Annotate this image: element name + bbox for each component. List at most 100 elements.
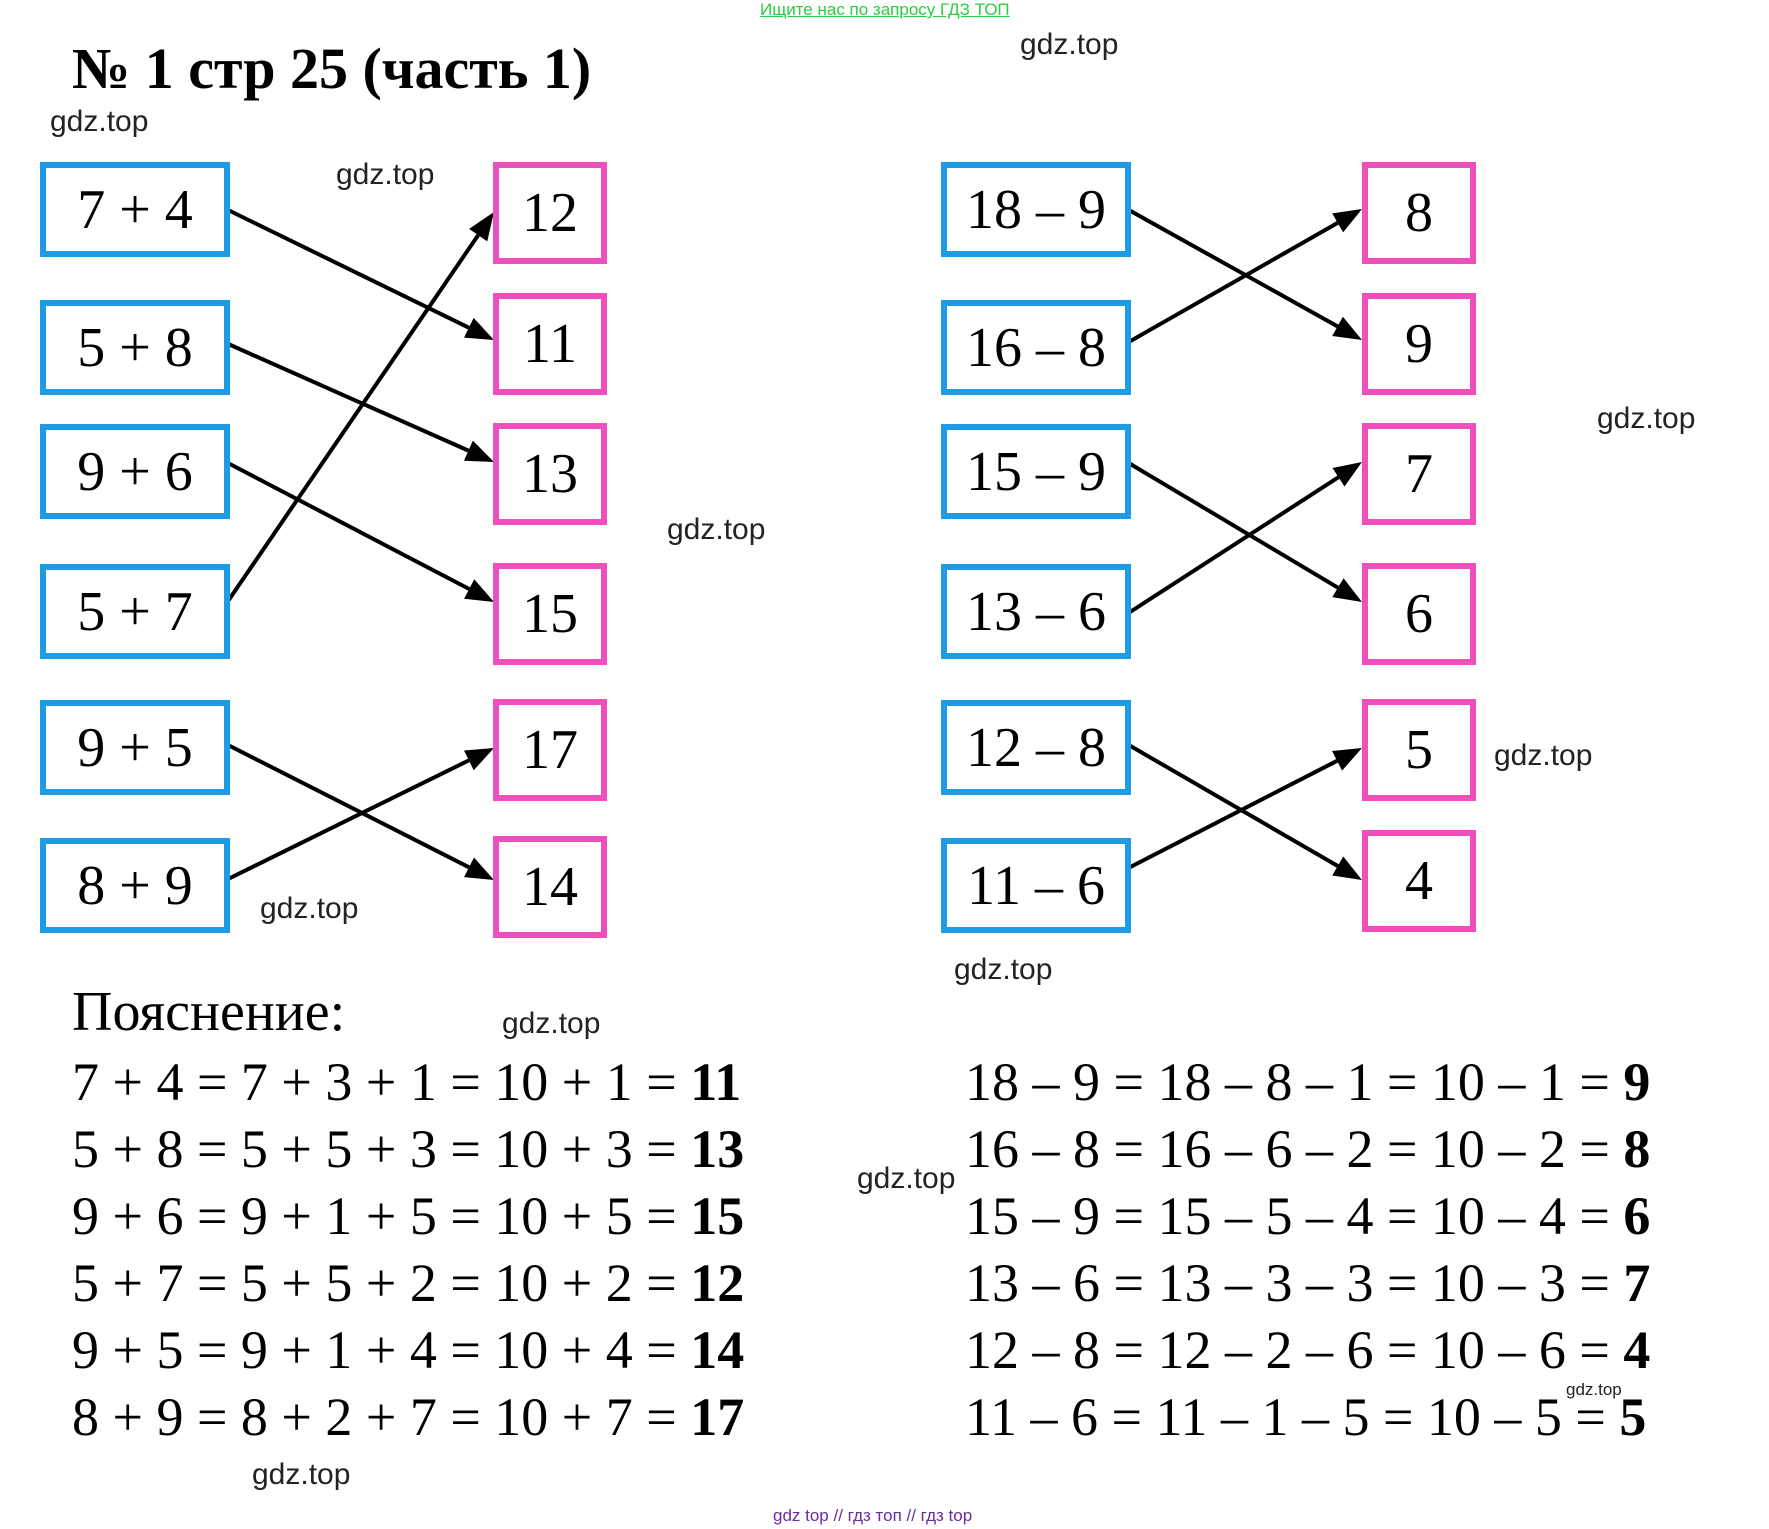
equation-result: 11 xyxy=(690,1052,742,1112)
arrow-head xyxy=(1332,748,1362,771)
arrow-line xyxy=(225,207,470,330)
equation-result: 5 xyxy=(1619,1387,1647,1447)
equation-result: 14 xyxy=(690,1320,745,1380)
answer-box: 6 xyxy=(1362,563,1476,665)
equation-line: 8 + 9 = 8 + 2 + 7 = 10 + 7 = 17 xyxy=(72,1390,744,1444)
arrow-head xyxy=(464,317,494,340)
watermark: gdz.top xyxy=(1566,1380,1622,1399)
equation-line: 18 – 9 = 18 – 8 – 1 = 10 – 1 = 9 xyxy=(965,1055,1650,1109)
equation-line: 12 – 8 = 12 – 2 – 6 = 10 – 6 = 4 xyxy=(965,1323,1650,1377)
arrow-head xyxy=(1332,209,1362,233)
arrow-line xyxy=(1125,460,1339,590)
expression-box: 12 – 8 xyxy=(941,700,1131,795)
expression-box: 15 – 9 xyxy=(941,424,1131,519)
arrow-head xyxy=(1332,856,1362,880)
equation-line: 13 – 6 = 13 – 3 – 3 = 10 – 3 = 7 xyxy=(965,1256,1650,1310)
answer-box: 13 xyxy=(493,423,607,525)
arrow-head xyxy=(464,857,494,880)
answer-box: 9 xyxy=(1362,293,1476,395)
watermark: gdz.top xyxy=(260,892,359,925)
expression-box: 9 + 5 xyxy=(40,700,230,795)
answer-box: 4 xyxy=(1362,830,1476,932)
equation-steps: 9 + 6 = 9 + 1 + 5 = 10 + 5 = xyxy=(72,1186,691,1246)
equation-result: 7 xyxy=(1623,1253,1651,1313)
equation-result: 8 xyxy=(1623,1119,1651,1179)
arrow-line xyxy=(225,460,471,591)
answer-box: 5 xyxy=(1362,699,1476,801)
equation-steps: 7 + 4 = 7 + 3 + 1 = 10 + 1 = xyxy=(72,1052,691,1112)
equation-result: 6 xyxy=(1623,1186,1651,1246)
arrow-head xyxy=(1332,316,1362,340)
equation-steps: 5 + 7 = 5 + 5 + 2 = 10 + 2 = xyxy=(72,1253,691,1313)
page-title: № 1 стр 25 (часть 1) xyxy=(72,36,592,101)
explanation-heading: Пояснение: xyxy=(72,981,346,1043)
arrow-head xyxy=(1332,462,1362,487)
expression-box: 18 – 9 xyxy=(941,162,1131,257)
arrow-head xyxy=(464,579,494,602)
watermark: gdz.top xyxy=(667,513,766,546)
answer-box: 11 xyxy=(493,293,607,395)
watermark: gdz.top xyxy=(857,1162,956,1195)
watermark: gdz.top xyxy=(1020,28,1119,61)
expression-box: 9 + 6 xyxy=(40,424,230,519)
equation-line: 9 + 5 = 9 + 1 + 4 = 10 + 4 = 14 xyxy=(72,1323,744,1377)
expression-box: 8 + 9 xyxy=(40,838,230,933)
equation-result: 17 xyxy=(690,1387,745,1447)
equation-steps: 5 + 8 = 5 + 5 + 3 = 10 + 3 = xyxy=(72,1119,691,1179)
equation-line: 15 – 9 = 15 – 5 – 4 = 10 – 4 = 6 xyxy=(965,1189,1650,1243)
arrow-head xyxy=(463,440,494,462)
equation-line: 7 + 4 = 7 + 3 + 1 = 10 + 1 = 11 xyxy=(72,1055,741,1109)
arrow-line xyxy=(1126,207,1339,329)
answer-box: 7 xyxy=(1362,423,1476,525)
watermark: gdz.top xyxy=(336,158,435,191)
expression-box: 5 + 8 xyxy=(40,300,230,395)
answer-box: 14 xyxy=(493,836,607,938)
answer-box: 12 xyxy=(493,162,607,264)
equation-line: 5 + 8 = 5 + 5 + 3 = 10 + 3 = 13 xyxy=(72,1122,744,1176)
arrow-line xyxy=(1104,759,1339,882)
equation-steps: 16 – 8 = 16 – 6 – 2 = 10 – 2 = xyxy=(965,1119,1624,1179)
arrow-head xyxy=(469,212,494,242)
equation-result: 12 xyxy=(690,1253,745,1313)
equation-steps: 12 – 8 = 12 – 2 – 6 = 10 – 6 = xyxy=(965,1320,1624,1380)
arrow-line xyxy=(225,742,470,870)
search-banner-link[interactable]: Ищите нас по запросу ГДЗ ТОП xyxy=(760,0,1010,19)
equation-result: 13 xyxy=(690,1119,745,1179)
expression-box: 5 + 7 xyxy=(40,564,230,659)
footer-links[interactable]: gdz top // гдз топ // гдз top xyxy=(773,1506,973,1525)
expression-box: 16 – 8 xyxy=(941,300,1131,395)
arrow-line xyxy=(1126,221,1339,345)
equation-result: 15 xyxy=(690,1186,745,1246)
arrow-head xyxy=(1332,578,1362,602)
arrow-head xyxy=(464,748,494,771)
equation-steps: 9 + 5 = 9 + 1 + 4 = 10 + 4 = xyxy=(72,1320,691,1380)
arrow-line xyxy=(1125,742,1339,868)
arrow-line xyxy=(225,758,470,882)
watermark: gdz.top xyxy=(1597,402,1696,435)
watermark: gdz.top xyxy=(502,1007,601,1040)
equation-line: 9 + 6 = 9 + 1 + 5 = 10 + 5 = 15 xyxy=(72,1189,744,1243)
arrow-line xyxy=(225,341,470,453)
equation-steps: 15 – 9 = 15 – 5 – 4 = 10 – 4 = xyxy=(965,1186,1624,1246)
equation-steps: 8 + 9 = 8 + 2 + 7 = 10 + 7 = xyxy=(72,1387,691,1447)
answer-box: 8 xyxy=(1362,162,1476,264)
equation-steps: 18 – 9 = 18 – 8 – 1 = 10 – 1 = xyxy=(965,1052,1624,1112)
equation-line: 16 – 8 = 16 – 6 – 2 = 10 – 2 = 8 xyxy=(965,1122,1650,1176)
equation-line: 5 + 7 = 5 + 5 + 2 = 10 + 2 = 12 xyxy=(72,1256,744,1310)
watermark: gdz.top xyxy=(954,953,1053,986)
equation-steps: 11 – 6 = 11 – 1 – 5 = 10 – 5 = xyxy=(965,1387,1620,1447)
watermark: gdz.top xyxy=(1494,739,1593,772)
arrow-line xyxy=(1125,475,1340,616)
watermark: gdz.top xyxy=(50,105,149,138)
expression-box: 11 – 6 xyxy=(941,838,1131,933)
expression-box: 7 + 4 xyxy=(40,162,230,257)
equation-line: 11 – 6 = 11 – 1 – 5 = 10 – 5 = 5 xyxy=(965,1390,1646,1444)
equation-result: 9 xyxy=(1623,1052,1651,1112)
arrow-line xyxy=(224,233,480,606)
expression-box: 13 – 6 xyxy=(941,564,1131,659)
equation-result: 4 xyxy=(1623,1320,1651,1380)
answer-box: 15 xyxy=(493,563,607,665)
equation-steps: 13 – 6 = 13 – 3 – 3 = 10 – 3 = xyxy=(965,1253,1624,1313)
